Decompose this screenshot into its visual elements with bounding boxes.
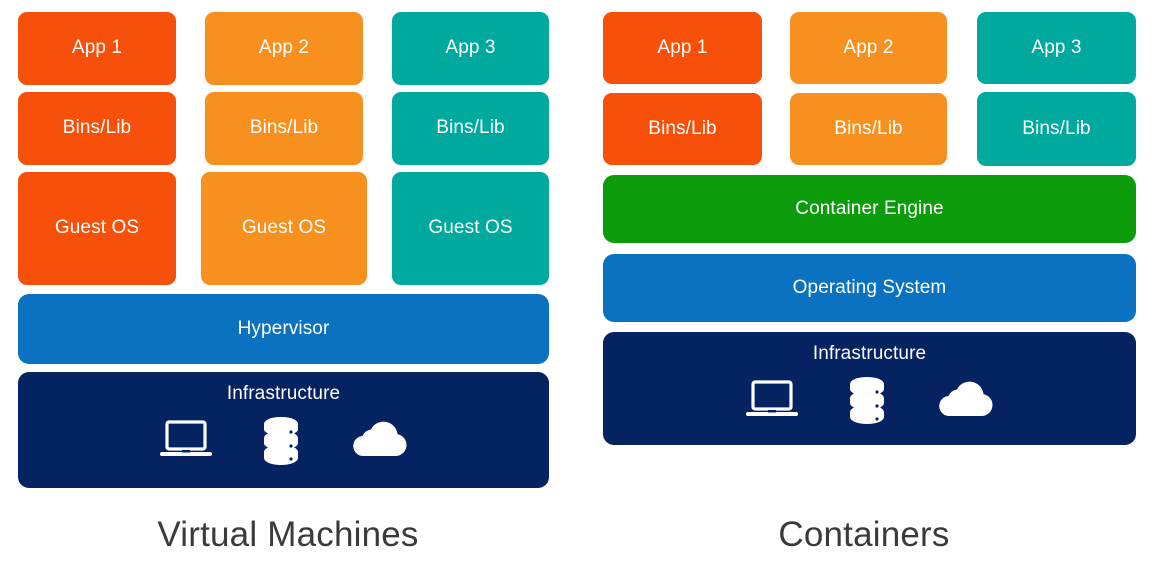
ct-bins-lib-3-block[interactable]: Bins/Lib xyxy=(977,92,1136,166)
vm-guest-os-3-label: Guest OS xyxy=(428,217,513,239)
vm-infrastructure-label: Infrastructure xyxy=(226,383,341,404)
vm-bins-lib-1-block[interactable]: Bins/Lib xyxy=(18,92,176,165)
database-icon xyxy=(845,375,889,425)
ct-infrastructure-label: Infrastructure xyxy=(812,343,927,364)
cloud-icon xyxy=(349,420,409,460)
vm-infrastructure-icons xyxy=(159,415,409,465)
vm-guest-os-1-block[interactable]: Guest OS xyxy=(18,172,176,285)
database-icon xyxy=(259,415,303,465)
ct-bins-lib-3-label: Bins/Lib xyxy=(1022,117,1091,139)
vm-bins-lib-2-label: Bins/Lib xyxy=(249,117,319,139)
ct-bins-lib-2-label: Bins/Lib xyxy=(834,117,903,139)
vm-guest-os-2-block[interactable]: Guest OS xyxy=(201,172,367,285)
ct-app-3-label: App 3 xyxy=(1031,36,1082,58)
vm-hypervisor-label: Hypervisor xyxy=(237,317,330,339)
caption-virtual-machines-text: Virtual Machines xyxy=(157,515,419,554)
ct-bins-lib-1-label: Bins/Lib xyxy=(648,117,717,139)
vm-app-2-block[interactable]: App 2 xyxy=(205,12,363,85)
vm-app-1-block[interactable]: App 1 xyxy=(18,12,176,85)
ct-app-2-block[interactable]: App 2 xyxy=(790,12,947,84)
ct-container-engine-block[interactable]: Container Engine xyxy=(603,175,1136,243)
laptop-icon xyxy=(159,419,213,461)
vm-guest-os-2-label: Guest OS xyxy=(241,217,327,239)
caption-containers: Containers xyxy=(576,515,1152,555)
panel-containers: App 1 Bins/Lib App 2 Bins/Lib App 3 Bins… xyxy=(576,0,1152,583)
vm-guest-os-1-label: Guest OS xyxy=(54,217,140,239)
vm-app-1-label: App 1 xyxy=(71,37,123,59)
ct-bins-lib-1-block[interactable]: Bins/Lib xyxy=(603,93,762,165)
ct-app-1-block[interactable]: App 1 xyxy=(603,12,762,84)
vm-bins-lib-3-block[interactable]: Bins/Lib xyxy=(392,92,549,165)
ct-app-3-block[interactable]: App 3 xyxy=(977,12,1136,84)
cloud-icon xyxy=(935,380,995,420)
vm-bins-lib-2-block[interactable]: Bins/Lib xyxy=(205,92,363,165)
ct-app-2-label: App 2 xyxy=(843,36,894,58)
ct-operating-system-label: Operating System xyxy=(792,276,947,298)
laptop-icon xyxy=(745,379,799,421)
ct-infrastructure-block[interactable]: Infrastructure xyxy=(603,332,1136,445)
vm-infrastructure-block[interactable]: Infrastructure xyxy=(18,372,549,488)
ct-app-1-label: App 1 xyxy=(657,36,708,58)
vm-hypervisor-block[interactable]: Hypervisor xyxy=(18,294,549,364)
caption-containers-text: Containers xyxy=(778,515,950,554)
vm-app-2-label: App 2 xyxy=(258,37,310,59)
ct-bins-lib-2-block[interactable]: Bins/Lib xyxy=(790,93,947,165)
ct-container-engine-label: Container Engine xyxy=(795,197,944,219)
vm-guest-os-3-block[interactable]: Guest OS xyxy=(392,172,549,285)
vm-bins-lib-1-label: Bins/Lib xyxy=(62,117,132,139)
vm-bins-lib-3-label: Bins/Lib xyxy=(436,117,505,139)
vm-app-3-block[interactable]: App 3 xyxy=(392,12,549,85)
vm-app-3-label: App 3 xyxy=(445,37,496,59)
ct-operating-system-block[interactable]: Operating System xyxy=(603,254,1136,322)
panel-virtual-machines: App 1 Bins/Lib Guest OS App 2 Bins/Lib G… xyxy=(0,12,576,555)
caption-virtual-machines: Virtual Machines xyxy=(0,515,576,555)
ct-infrastructure-icons xyxy=(745,375,995,425)
